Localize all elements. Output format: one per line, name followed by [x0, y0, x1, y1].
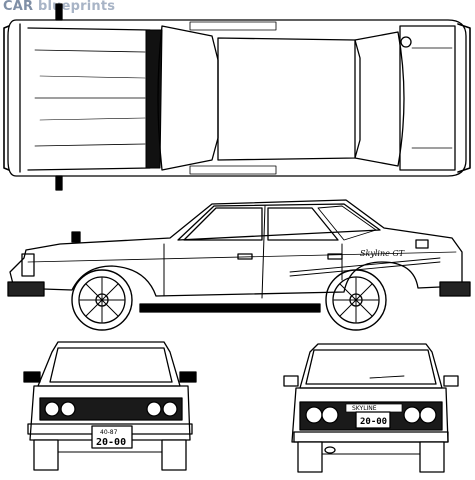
rear-plate-number: 20-00 — [360, 417, 387, 427]
front-headlight-4 — [162, 401, 178, 417]
top-view — [3, 3, 471, 191]
side-front-bumper — [7, 281, 45, 297]
side-rear-door-handle — [327, 253, 343, 260]
top-mirror-left — [55, 3, 63, 21]
top-roof — [217, 37, 361, 161]
top-trunk — [399, 25, 456, 171]
rear-plate — [355, 411, 391, 429]
rear-window — [305, 349, 437, 385]
front-grille — [39, 397, 183, 421]
rear-taillight-3 — [403, 406, 421, 424]
side-view — [7, 199, 471, 313]
top-body-outline — [7, 19, 467, 177]
brand-car-text: CAR — [3, 0, 34, 14]
rear-taillight-4 — [419, 406, 437, 424]
rear-taillight-1 — [305, 406, 323, 424]
front-headlight-2 — [60, 401, 76, 417]
side-front-window — [183, 207, 263, 241]
side-rear-bumper — [439, 281, 471, 297]
side-stripe — [289, 257, 441, 273]
front-view — [23, 341, 197, 471]
rear-view — [283, 343, 459, 473]
front-body — [29, 385, 191, 441]
rear-wheel — [325, 269, 387, 331]
rear-mirror-left — [283, 375, 299, 387]
side-mirror — [71, 231, 81, 243]
front-plate-number: 20-00 — [96, 437, 126, 448]
front-plate — [91, 425, 133, 449]
side-greenhouse — [177, 203, 381, 241]
top-hood — [27, 27, 151, 171]
rear-mirror-right — [443, 375, 459, 387]
side-fuel-flap — [415, 239, 429, 249]
top-cowl — [145, 29, 163, 169]
front-mirror-right — [179, 371, 197, 383]
front-wheel — [71, 269, 133, 331]
rear-taillight-2 — [321, 406, 339, 424]
top-fuel-cap — [400, 36, 412, 48]
front-tire-left — [33, 439, 59, 471]
top-mirror-right — [55, 175, 63, 191]
front-headlight-1 — [44, 401, 60, 417]
side-rocker — [139, 303, 321, 313]
front-mirror-left — [23, 371, 41, 383]
rear-bumper — [293, 431, 449, 443]
rear-tire-right — [419, 441, 445, 473]
rear-exhaust — [324, 446, 336, 454]
top-front-bumper — [3, 25, 10, 171]
top-rear-bumper — [457, 23, 471, 173]
side-script-badge: Skyline GT — [360, 249, 405, 258]
front-plate-top: 40-87 — [100, 429, 118, 436]
front-tire-right — [161, 439, 187, 471]
top-windshield — [157, 25, 219, 171]
rear-skyline-badge: SKYLINE — [352, 405, 377, 412]
front-windshield — [49, 347, 173, 383]
front-headlight-3 — [146, 401, 162, 417]
side-headlight — [21, 253, 35, 277]
rear-tire-left — [297, 441, 323, 473]
top-rear-window — [354, 31, 405, 167]
side-rear-window — [267, 207, 339, 241]
